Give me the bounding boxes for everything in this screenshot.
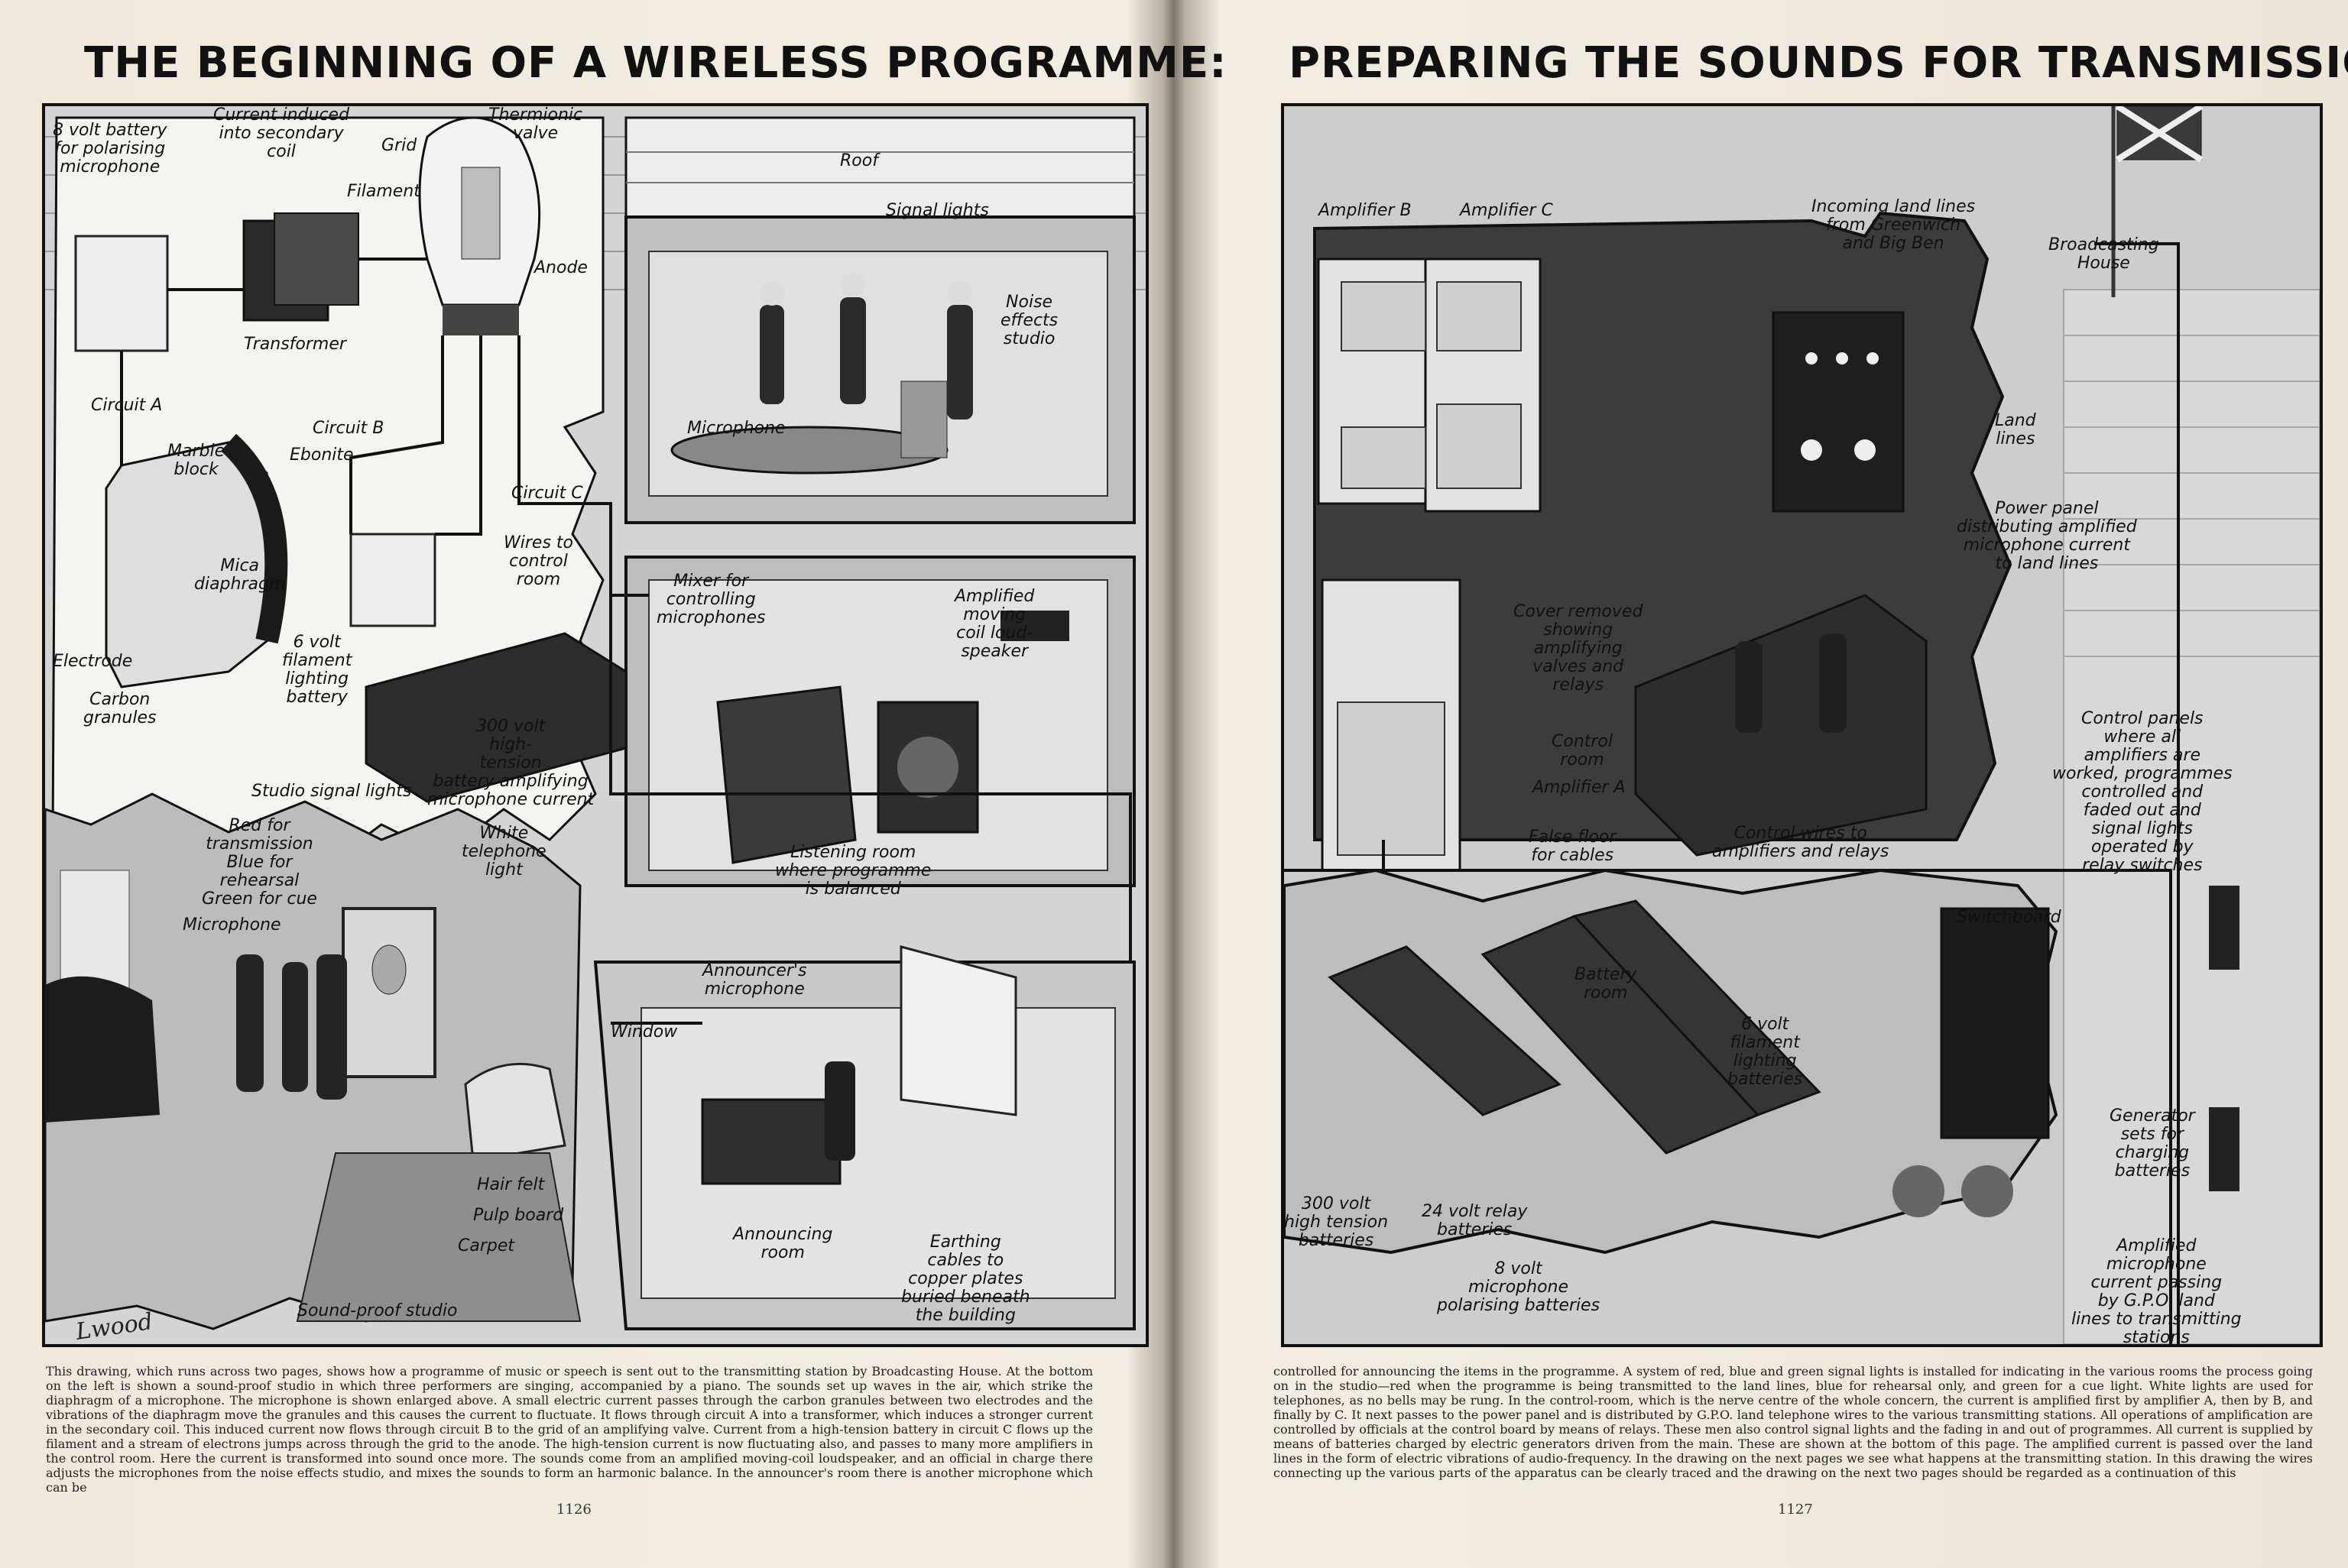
label-grid: Grid xyxy=(381,136,417,155)
label-control-panels: Control panels where all amplifiers are … xyxy=(2052,709,2233,875)
label-mica-diaphragm: Mica diaphragm xyxy=(194,556,286,594)
label-amplifier-a: Amplifier A xyxy=(1532,778,1626,797)
label-window: Window xyxy=(611,1022,678,1042)
label-ht-battery: 300 volt high- tension battery amplifyin… xyxy=(427,717,595,809)
label-false-floor: False floor for cables xyxy=(1529,828,1617,865)
label-incoming-land-lines: Incoming land lines from Greenwich and B… xyxy=(1811,197,1976,253)
label-earthing-cables: Earthing cables to copper plates buried … xyxy=(901,1233,1030,1325)
right-illustration-drawing xyxy=(1284,106,2320,1344)
label-carbon-granules: Carbon granules xyxy=(83,690,157,727)
label-filament-batteries: 6 volt filament lighting batteries xyxy=(1727,1015,1803,1089)
label-control-wires: Control wires to amplifiers and relays xyxy=(1712,824,1889,861)
label-ht-batteries: 300 volt high tension batteries xyxy=(1284,1194,1389,1250)
label-signal-colours: Red for transmission Blue for rehearsal … xyxy=(202,816,317,909)
left-page: THE BEGINNING OF A WIRELESS PROGRAMME: xyxy=(42,38,1227,1518)
label-cover-removed: Cover removed showing amplifying valves … xyxy=(1513,602,1643,695)
label-electrode: Electrode xyxy=(53,652,133,671)
label-circuit-b: Circuit B xyxy=(313,419,384,438)
label-announcers-microphone: Announcer's microphone xyxy=(702,961,807,999)
label-ebonite: Ebonite xyxy=(290,445,354,465)
label-amplifier-b: Amplifier B xyxy=(1318,201,1412,220)
label-white-telephone-light: White telephone light xyxy=(462,824,546,880)
label-mixer: Mixer for controlling microphones xyxy=(657,572,766,627)
left-illustration-drawing xyxy=(45,106,1146,1344)
right-illustration: Amplifier B Amplifier C Incoming land li… xyxy=(1281,103,2323,1347)
label-studio-microphone: Microphone xyxy=(183,915,281,935)
label-hair-felt: Hair felt xyxy=(477,1175,545,1194)
label-battery-room: Battery room xyxy=(1575,965,1637,1003)
label-loudspeaker: Amplified moving coil loud- speaker xyxy=(955,587,1035,661)
label-signal-lights: Signal lights xyxy=(886,201,989,220)
label-listening-room: Listening room where programme is balanc… xyxy=(775,843,932,899)
label-amplified-current: Amplified microphone current passing by … xyxy=(2071,1236,2242,1347)
label-carpet: Carpet xyxy=(458,1236,515,1255)
right-page-title: PREPARING THE SOUNDS FOR TRANSMISSION xyxy=(1289,38,2348,88)
left-illustration: 8 volt battery for polarising microphone… xyxy=(42,103,1149,1347)
label-amplifier-c: Amplifier C xyxy=(1460,201,1553,220)
label-anode: Anode xyxy=(534,258,588,277)
label-announcing-room: Announcing room xyxy=(733,1225,833,1262)
label-marble-block: Marble block xyxy=(167,442,225,479)
label-effects-microphone: Microphone xyxy=(687,419,786,438)
left-caption: This drawing, which runs across two page… xyxy=(46,1364,1093,1495)
label-circuit-a: Circuit A xyxy=(91,396,163,415)
label-wires-to-control: Wires to control room xyxy=(504,533,573,589)
label-circuit-c: Circuit C xyxy=(511,484,583,503)
label-studio-signal-lights: Studio signal lights xyxy=(251,782,412,801)
label-power-panel: Power panel distributing amplified micro… xyxy=(1957,499,2137,573)
left-page-number: 1126 xyxy=(556,1502,592,1518)
label-8v-battery: 8 volt battery for polarising microphone xyxy=(53,121,167,177)
label-noise-effects-studio: Noise effects studio xyxy=(1000,293,1059,348)
label-control-room: Control room xyxy=(1552,732,1613,769)
right-page: PREPARING THE SOUNDS FOR TRANSMISSION xyxy=(1174,0,2348,1568)
label-land-lines: Land lines xyxy=(1995,411,2036,449)
label-thermionic-valve: Thermionic valve xyxy=(488,105,583,143)
label-transformer: Transformer xyxy=(244,335,346,354)
left-page-title: THE BEGINNING OF A WIRELESS PROGRAMME: xyxy=(84,38,1228,88)
label-switchboard: Switchboard xyxy=(1957,908,2061,927)
label-generator-sets: Generator sets for charging batteries xyxy=(2110,1106,2195,1181)
right-caption: controlled for announcing the items in t… xyxy=(1273,1364,2313,1480)
label-current-induced: Current induced into secondary coil xyxy=(213,105,350,161)
right-page-number: 1127 xyxy=(1778,1502,1813,1518)
label-roof: Roof xyxy=(840,151,878,170)
label-relay-batteries: 24 volt relay batteries xyxy=(1422,1202,1528,1239)
label-polarising-batteries: 8 volt microphone polarising batteries xyxy=(1437,1259,1600,1315)
label-filament-battery: 6 volt filament lighting battery xyxy=(282,633,352,707)
label-sound-proof-studio: Sound-proof studio xyxy=(297,1301,458,1320)
label-pulp-board: Pulp board xyxy=(473,1206,564,1225)
label-broadcasting-house: Broadcasting House xyxy=(2048,235,2159,273)
label-filament: Filament xyxy=(347,182,420,201)
